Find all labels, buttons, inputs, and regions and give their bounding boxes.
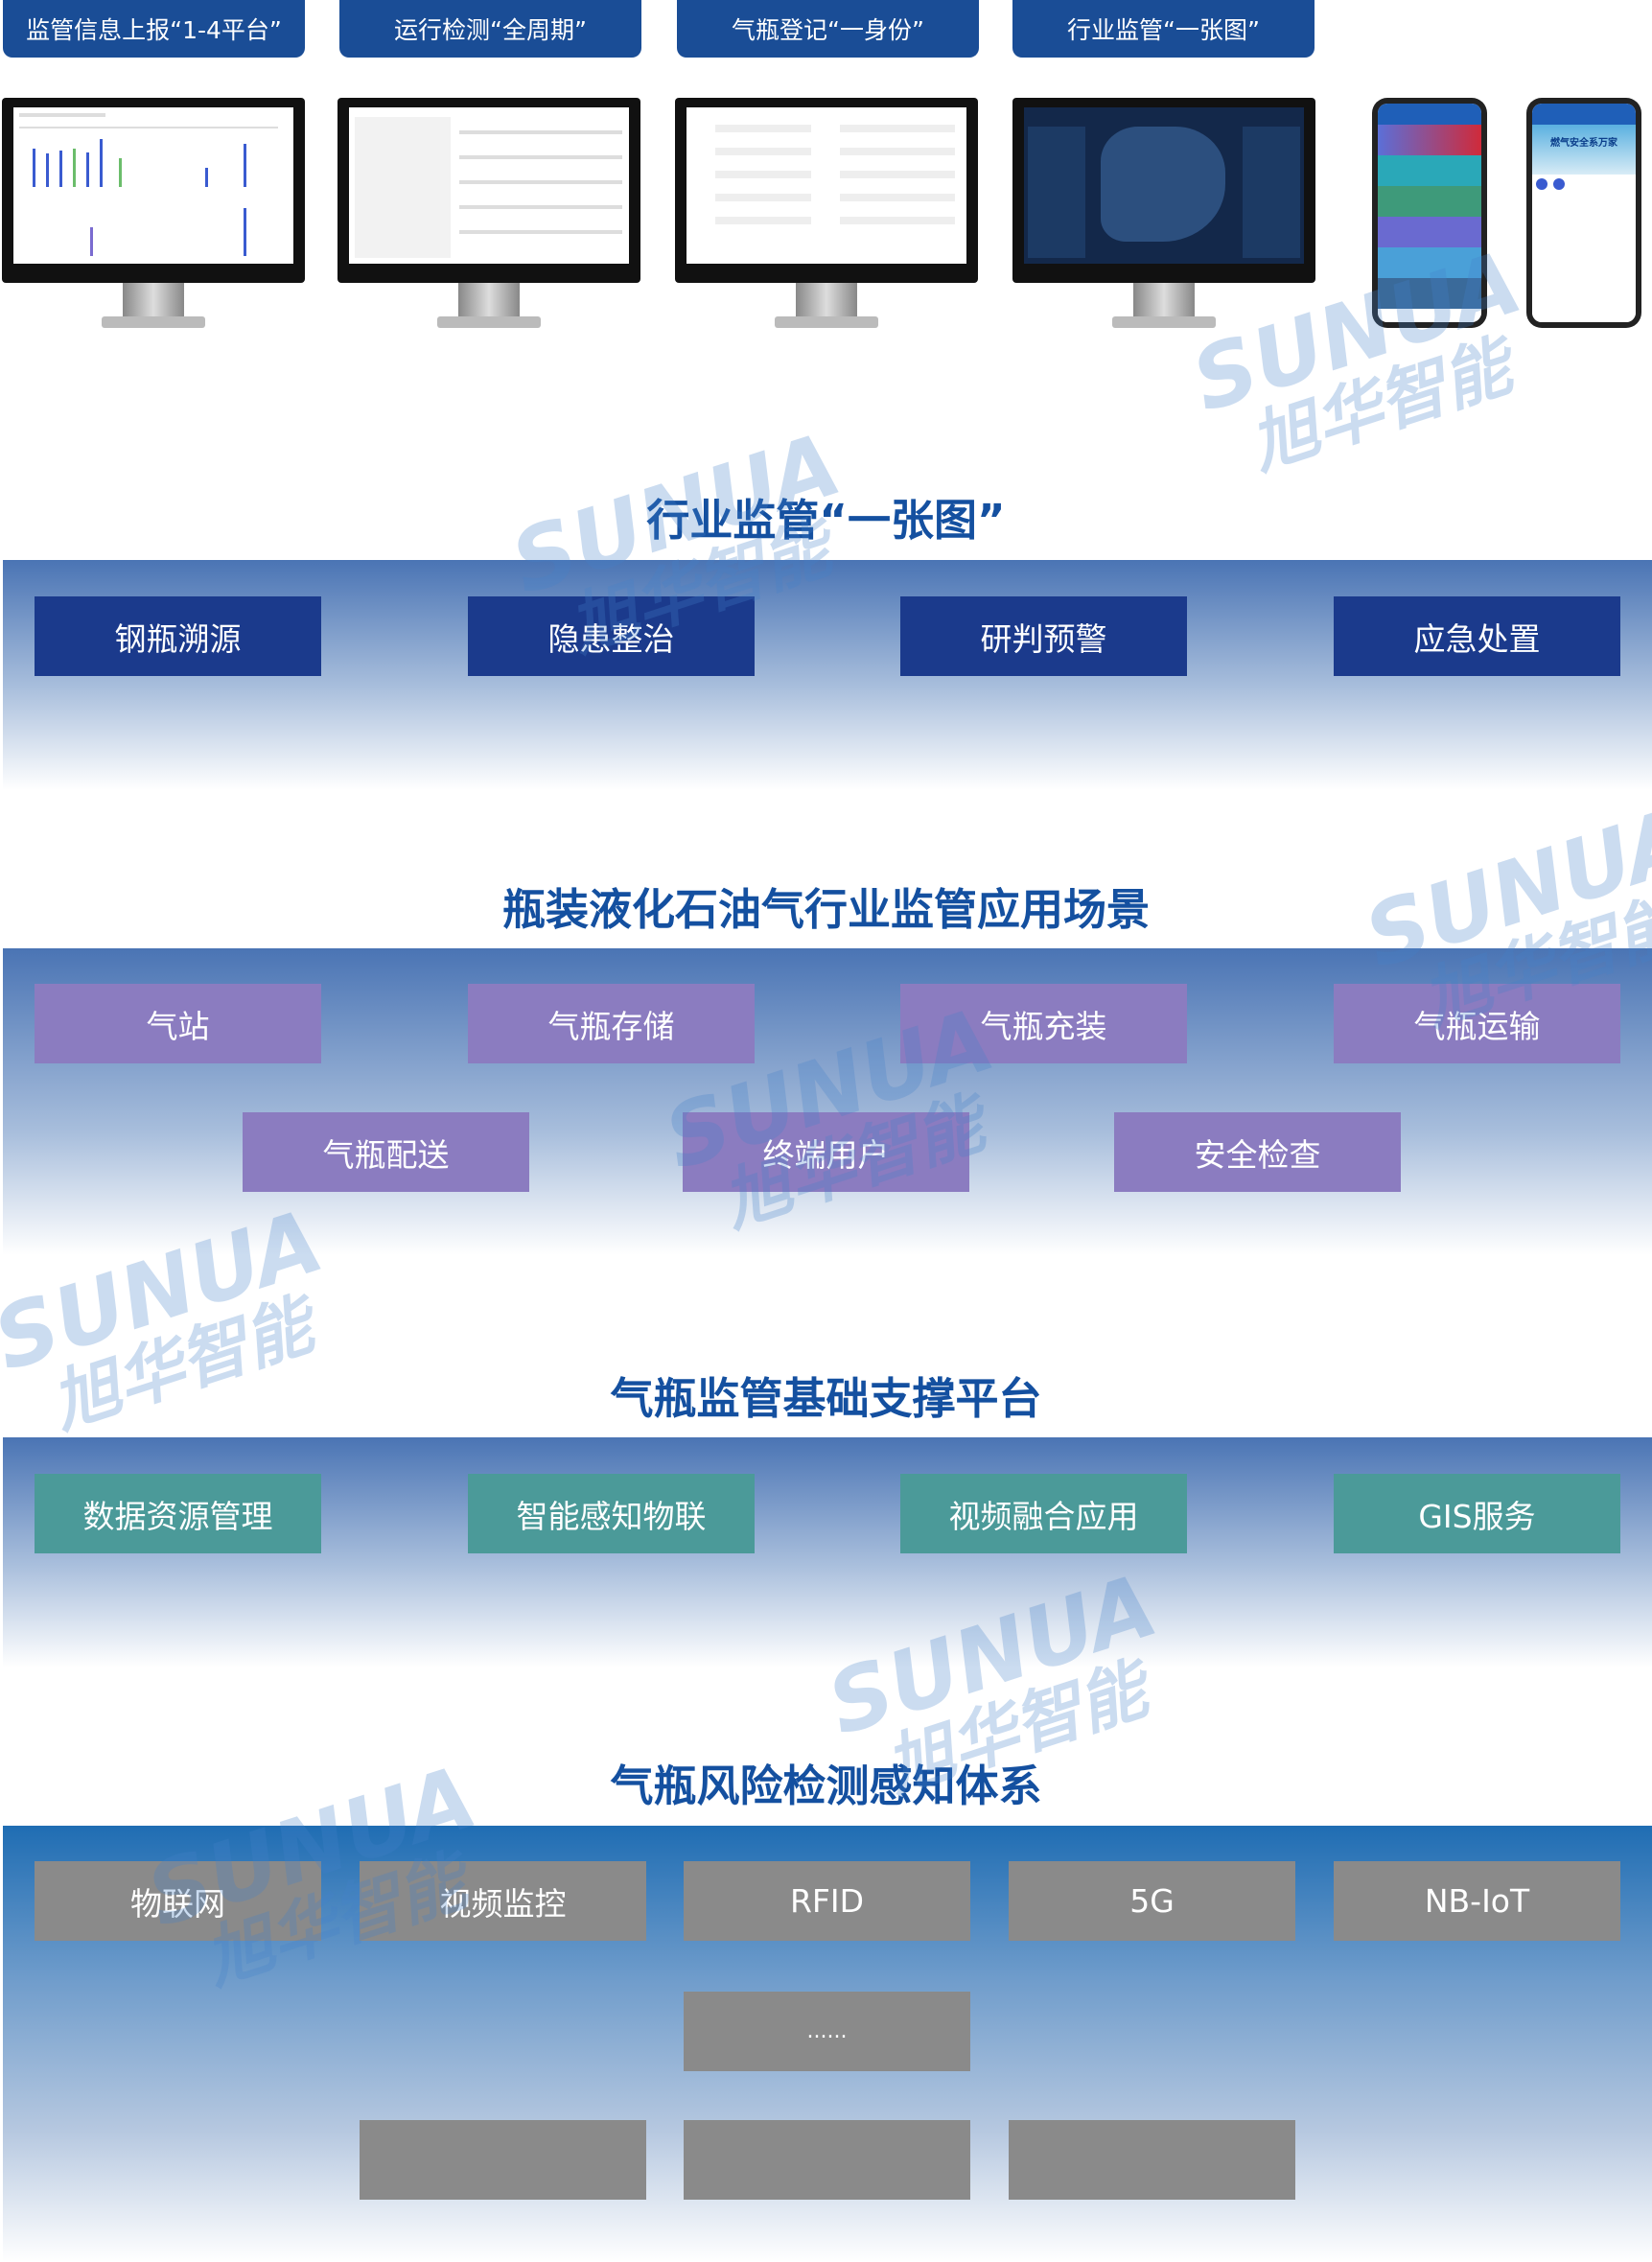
monitor-map-dashboard: [1012, 98, 1315, 329]
box-iot-sensing[interactable]: 智能感知物联: [468, 1474, 755, 1553]
box-filling[interactable]: 气瓶充装: [900, 984, 1187, 1063]
box-video-fusion[interactable]: 视频融合应用: [900, 1474, 1187, 1553]
box-video-monitor[interactable]: 视频监控: [360, 1861, 646, 1941]
box-empty-2: [684, 2120, 970, 2200]
box-gas-station[interactable]: 气站: [35, 984, 321, 1063]
section-title-industry-map: 行业监管“一张图”: [646, 495, 1006, 546]
section-title-platform: 气瓶监管基础支撑平台: [610, 1373, 1042, 1424]
box-emergency[interactable]: 应急处置: [1334, 596, 1620, 676]
box-gis-service[interactable]: GIS服务: [1334, 1474, 1620, 1553]
box-storage[interactable]: 气瓶存储: [468, 984, 755, 1063]
box-empty-1: [360, 2120, 646, 2200]
box-delivery[interactable]: 气瓶配送: [243, 1112, 529, 1192]
phone-app-home: 燃气安全系万家: [1526, 98, 1641, 328]
screen-form: [686, 107, 966, 264]
box-safety-check[interactable]: 安全检查: [1114, 1112, 1401, 1192]
tab-industry-map[interactable]: 行业监管“一张图”: [1012, 0, 1315, 58]
box-cylinder-trace[interactable]: 钢瓶溯源: [35, 596, 321, 676]
box-iot[interactable]: 物联网: [35, 1861, 321, 1941]
screen-list: [349, 107, 629, 264]
monitor-lifecycle: [337, 98, 640, 329]
screen-charts: [13, 107, 293, 264]
monitor-registration-form: [675, 98, 978, 329]
tab-report[interactable]: 监管信息上报“1-4平台”: [3, 0, 305, 58]
screen-map: [1024, 107, 1304, 264]
box-early-warning[interactable]: 研判预警: [900, 596, 1187, 676]
box-transport[interactable]: 气瓶运输: [1334, 984, 1620, 1063]
box-more[interactable]: ......: [684, 1992, 970, 2071]
tab-monitoring[interactable]: 运行检测“全周期”: [339, 0, 641, 58]
phone-app-menu: [1372, 98, 1487, 328]
box-empty-3: [1009, 2120, 1295, 2200]
section-title-risk-sensing: 气瓶风险检测感知体系: [610, 1761, 1042, 1811]
box-data-resource[interactable]: 数据资源管理: [35, 1474, 321, 1553]
box-nb-iot[interactable]: NB-IoT: [1334, 1861, 1620, 1941]
box-5g[interactable]: 5G: [1009, 1861, 1295, 1941]
box-end-user[interactable]: 终端用户: [683, 1112, 969, 1192]
tab-registration[interactable]: 气瓶登记“一身份”: [677, 0, 979, 58]
monitor-report-dashboard: [2, 98, 305, 329]
section-title-scenarios: 瓶装液化石油气行业监管应用场景: [501, 884, 1150, 935]
phone-banner: 燃气安全系万家: [1532, 125, 1636, 175]
box-hazard-rectify[interactable]: 隐患整治: [468, 596, 755, 676]
box-rfid[interactable]: RFID: [684, 1861, 970, 1941]
